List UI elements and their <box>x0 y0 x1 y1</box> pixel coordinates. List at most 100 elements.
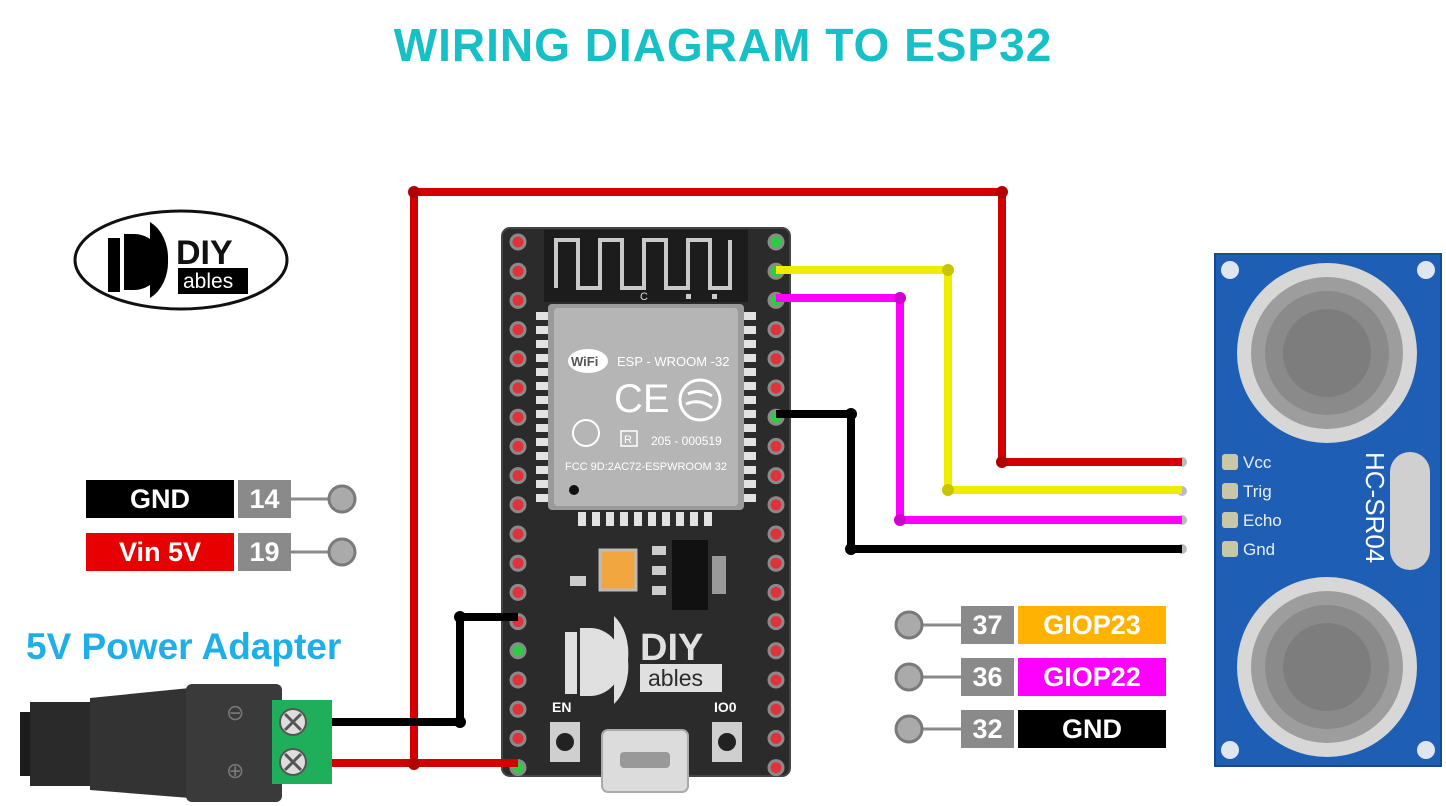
header-pin <box>509 408 527 426</box>
adapter-pin-gnd-name: GND <box>86 480 234 518</box>
module-name-text: ESP - WROOM -32 <box>617 354 729 369</box>
header-pin <box>767 671 785 689</box>
diyables-logo: DIY ables <box>73 209 289 311</box>
header-pin <box>767 437 785 455</box>
espressif-icon <box>678 378 722 422</box>
header-pin <box>509 525 527 543</box>
logo-subtext: ables <box>183 270 233 293</box>
esp-pin-32-number: 32 <box>961 710 1014 748</box>
esp-pin-32-name: GND <box>1018 710 1166 748</box>
module-pad <box>634 512 642 526</box>
sensor-name: HC-SR04 <box>1360 452 1390 563</box>
svg-text:⊖: ⊖ <box>226 700 244 725</box>
module-pad <box>536 354 548 362</box>
module-pad <box>536 368 548 376</box>
module-pad <box>744 396 756 404</box>
header-pin <box>767 496 785 514</box>
module-pad <box>744 312 756 320</box>
header-pin <box>767 525 785 543</box>
module-pad <box>744 466 756 474</box>
header-pin <box>767 233 785 251</box>
module-pad <box>536 410 548 418</box>
svg-text:⊕: ⊕ <box>226 758 244 783</box>
io0-label: IO0 <box>714 699 737 715</box>
header-pin <box>509 350 527 368</box>
header-pin <box>509 700 527 718</box>
fcc-text: FCC 9D:2AC72-ESPWROOM 32 <box>565 461 727 473</box>
adapter-pin-vin-number: 19 <box>238 533 291 571</box>
module-pad <box>620 512 628 526</box>
module-pad <box>606 512 614 526</box>
header-pin <box>767 379 785 397</box>
module-pad <box>744 424 756 432</box>
esp-pin-36-number: 36 <box>961 658 1014 696</box>
wire-black-gnd-sensor <box>776 410 1182 553</box>
sensor-pin-label-echo: Echo <box>1243 511 1282 530</box>
sensor-pin-vcc <box>1222 454 1238 470</box>
sensor-pin-gnd <box>1222 541 1238 557</box>
header-pin <box>767 467 785 485</box>
header-pin <box>509 321 527 339</box>
module-code-text: 205 - 000519 <box>651 434 722 448</box>
sensor-pin-label-trig: Trig <box>1243 482 1272 501</box>
header-pin <box>509 583 527 601</box>
module-pad <box>536 340 548 348</box>
module-pad <box>744 480 756 488</box>
module-pad <box>704 512 712 526</box>
sensor-pin-label-gnd: Gnd <box>1243 540 1275 559</box>
module-pad <box>536 326 548 334</box>
adapter-pin-gnd-number: 14 <box>238 480 291 518</box>
board-logo-text: DIY <box>640 627 703 669</box>
sensor-pin-label-vcc: Vcc <box>1243 453 1272 472</box>
header-pin <box>509 729 527 747</box>
ce-mark: CE <box>614 377 670 421</box>
module-pad <box>536 494 548 502</box>
module-pad <box>536 424 548 432</box>
module-pad <box>648 512 656 526</box>
module-pad <box>536 312 548 320</box>
header-pin <box>509 496 527 514</box>
header-pin <box>767 700 785 718</box>
esp32-board: C WiFi ESP - WROOM -32 CE R 205 - 000519… <box>501 227 791 793</box>
r-mark-text: R <box>624 434 632 446</box>
certification-icon <box>572 419 600 447</box>
module-pad <box>578 512 586 526</box>
module-pad <box>744 368 756 376</box>
board-logo-subtext: ables <box>648 665 703 691</box>
header-pin <box>767 321 785 339</box>
module-pad <box>744 382 756 390</box>
wire-yellow-trig <box>776 266 1182 494</box>
module-pad <box>536 382 548 390</box>
header-pin <box>767 554 785 572</box>
c-mark-text: C <box>640 291 648 303</box>
esp-pin-37-number: 37 <box>961 606 1014 644</box>
module-pad <box>744 340 756 348</box>
adapter-pin-vin-name: Vin 5V <box>86 533 234 571</box>
header-pin <box>767 613 785 631</box>
module-pad <box>536 480 548 488</box>
module-pad <box>744 326 756 334</box>
logo-text: DIY <box>176 234 233 272</box>
wifi-logo: WiFi <box>571 354 598 369</box>
module-pad <box>744 410 756 418</box>
header-pin <box>767 642 785 660</box>
dc-power-jack: ⊖ ⊕ <box>20 684 332 802</box>
esp-pin-36-name: GIOP22 <box>1018 658 1166 696</box>
header-pin <box>509 642 527 660</box>
module-pad <box>744 354 756 362</box>
module-pad <box>536 466 548 474</box>
header-pin <box>509 291 527 309</box>
esp-pin-37-name: GIOP23 <box>1018 606 1166 644</box>
module-pad <box>744 452 756 460</box>
header-pin <box>767 583 785 601</box>
en-label: EN <box>552 699 571 715</box>
wires <box>330 186 1182 770</box>
module-pad <box>592 512 600 526</box>
header-pin <box>767 729 785 747</box>
module-pad <box>536 438 548 446</box>
header-pin <box>509 262 527 280</box>
module-pad <box>536 452 548 460</box>
sensor-pin-trig <box>1222 483 1238 499</box>
